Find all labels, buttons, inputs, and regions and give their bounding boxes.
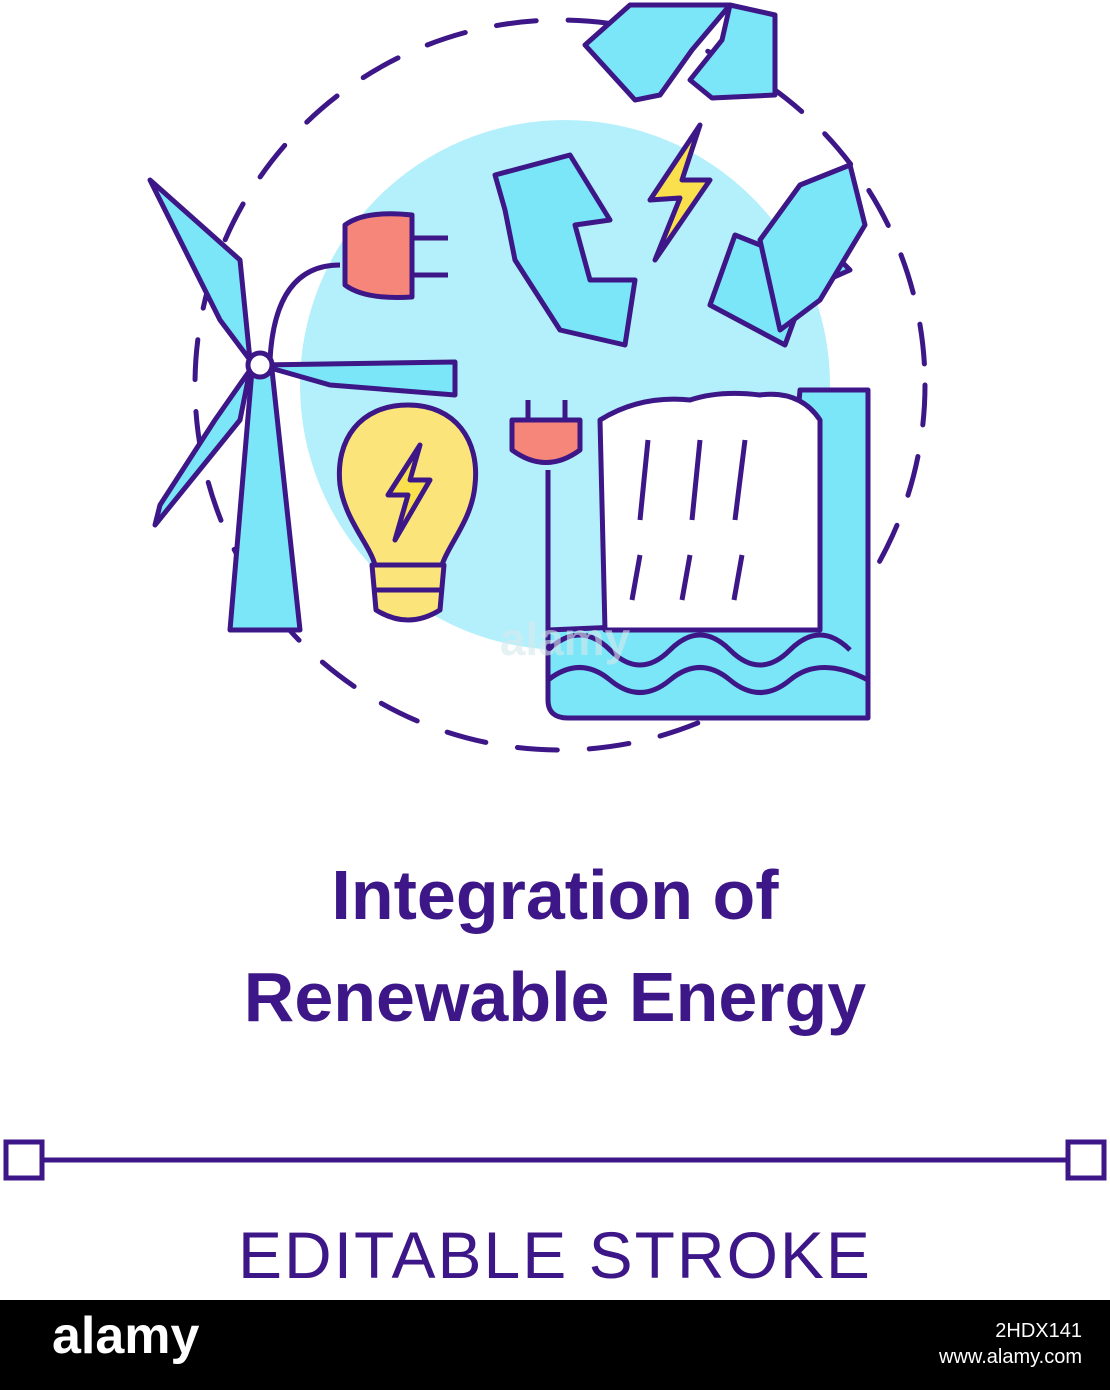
editable-stroke-bar <box>3 1139 1107 1181</box>
lightning-icon <box>647 122 713 263</box>
light-bulb-icon <box>336 402 479 623</box>
stroke-handle-left <box>3 1139 45 1181</box>
alamy-logo: alamy <box>52 1307 200 1365</box>
stroke-handle-right <box>1065 1139 1107 1181</box>
waterfall-icon <box>545 387 871 721</box>
footer-meta: 2HDX141 www.alamy.com <box>939 1318 1082 1370</box>
recycle-icon <box>492 152 868 348</box>
page-title-line-2: Renewable Energy <box>243 958 867 1036</box>
image-id: 2HDX141 <box>995 1320 1082 1342</box>
plug-icon <box>267 211 448 361</box>
editable-stroke-label: EDITABLE STROKE <box>238 1218 872 1292</box>
plug-icon <box>509 400 583 680</box>
concept-illustration: alamy <box>147 2 928 753</box>
page-title-line-1: Integration of <box>331 856 779 934</box>
watermark: alamy <box>500 613 631 665</box>
wind-turbine-icon <box>147 177 458 633</box>
footer-bar: alamy 2HDX141 www.alamy.com <box>0 1300 1110 1390</box>
dashed-orbit-circle <box>192 17 928 753</box>
top-arrow-icon <box>582 2 778 103</box>
site-url: www.alamy.com <box>939 1346 1082 1368</box>
